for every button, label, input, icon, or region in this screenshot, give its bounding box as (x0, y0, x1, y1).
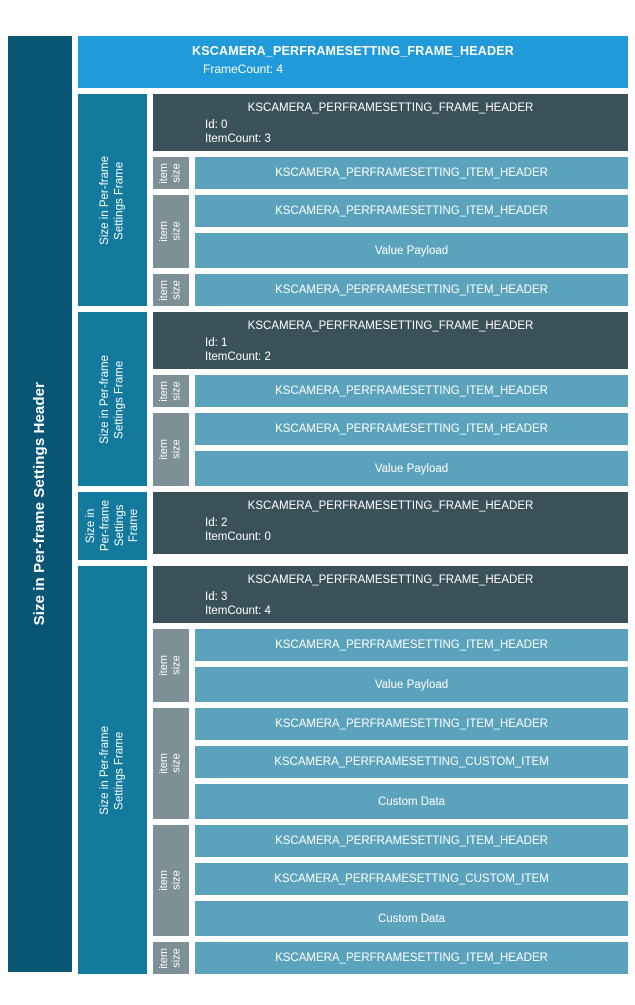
frames-stack: KSCAMERA_PERFRAMESETTING_FRAME_HEADER Fr… (78, 36, 628, 980)
frame-header-meta: Id: 2 ItemCount: 0 (205, 517, 271, 544)
item-size-label-column: item size (153, 157, 189, 189)
item-group: item size KSCAMERA_PERFRAMESETTING_ITEM_H… (153, 825, 628, 936)
item-rows: KSCAMERA_PERFRAMESETTING_ITEM_HEADER (195, 375, 628, 407)
item-header-row: KSCAMERA_PERFRAMESETTING_ITEM_HEADER (195, 157, 628, 189)
frame-body: KSCAMERA_PERFRAMESETTING_FRAME_HEADER Id:… (153, 312, 628, 486)
item-header-row: KSCAMERA_PERFRAMESETTING_ITEM_HEADER (195, 942, 628, 974)
item-group: item size KSCAMERA_PERFRAMESETTING_ITEM_H… (153, 157, 628, 189)
item-rows: KSCAMERA_PERFRAMESETTING_ITEM_HEADER KSCA… (195, 708, 628, 819)
item-size-label-column: item size (153, 708, 189, 819)
frame-header-title: KSCAMERA_PERFRAMESETTING_FRAME_HEADER (247, 320, 534, 332)
value-payload-row: Value Payload (195, 233, 628, 268)
item-header-row: KSCAMERA_PERFRAMESETTING_ITEM_HEADER (195, 413, 628, 445)
item-size-label: item size (158, 162, 183, 184)
item-group: item size KSCAMERA_PERFRAMESETTING_ITEM_H… (153, 413, 628, 486)
item-header-row: KSCAMERA_PERFRAMESETTING_ITEM_HEADER (195, 825, 628, 857)
item-size-label: item size (158, 947, 183, 969)
item-size-label-column: item size (153, 629, 189, 702)
root-frame-header-title: KSCAMERA_PERFRAMESETTING_FRAME_HEADER (191, 44, 514, 58)
item-size-label: item size (158, 439, 183, 460)
item-rows: KSCAMERA_PERFRAMESETTING_ITEM_HEADER Valu… (195, 629, 628, 702)
item-group: item size KSCAMERA_PERFRAMESETTING_ITEM_H… (153, 708, 628, 819)
item-header-row: KSCAMERA_PERFRAMESETTING_ITEM_HEADER (195, 629, 628, 661)
frame-size-label: Size in Per-frame Settings Frame (99, 725, 126, 815)
frame-size-label-column: Size in Per-frame Settings Frame (78, 94, 147, 306)
custom-data-row: Custom Data (195, 901, 628, 936)
frame-header: KSCAMERA_PERFRAMESETTING_FRAME_HEADER Id:… (153, 566, 628, 623)
frame-header-title: KSCAMERA_PERFRAMESETTING_FRAME_HEADER (247, 102, 534, 114)
frame-size-label-column: Size in Per-frame Settings Frame (78, 566, 147, 974)
frame-body: KSCAMERA_PERFRAMESETTING_FRAME_HEADER Id:… (153, 492, 628, 560)
item-group: item size KSCAMERA_PERFRAMESETTING_ITEM_H… (153, 942, 628, 974)
root-frame-count: FrameCount: 4 (203, 62, 284, 76)
item-size-label-column: item size (153, 195, 189, 268)
item-group: item size KSCAMERA_PERFRAMESETTING_ITEM_H… (153, 274, 628, 306)
item-size-label: item size (158, 870, 183, 891)
item-size-label-column: item size (153, 274, 189, 306)
frame-size-label: Size in Per-frame Settings Frame (99, 354, 126, 444)
item-group: item size KSCAMERA_PERFRAMESETTING_ITEM_H… (153, 195, 628, 268)
frame-header-root: KSCAMERA_PERFRAMESETTING_FRAME_HEADER Fr… (78, 36, 628, 88)
frame-header-title: KSCAMERA_PERFRAMESETTING_FRAME_HEADER (247, 500, 534, 512)
value-payload-row: Value Payload (195, 667, 628, 702)
item-size-label-column: item size (153, 413, 189, 486)
item-rows: KSCAMERA_PERFRAMESETTING_ITEM_HEADER Valu… (195, 195, 628, 268)
item-size-label: item size (158, 753, 183, 774)
item-rows: KSCAMERA_PERFRAMESETTING_ITEM_HEADER KSCA… (195, 825, 628, 936)
frame-size-label: Size in Per-frame Settings Frame (84, 500, 140, 552)
item-size-label: item size (158, 380, 183, 402)
frame-body: KSCAMERA_PERFRAMESETTING_FRAME_HEADER Id:… (153, 566, 628, 974)
item-rows: KSCAMERA_PERFRAMESETTING_ITEM_HEADER (195, 157, 628, 189)
custom-item-row: KSCAMERA_PERFRAMESETTING_CUSTOM_ITEM (195, 863, 628, 895)
value-payload-row: Value Payload (195, 451, 628, 486)
item-size-label: item size (158, 655, 183, 676)
item-header-row: KSCAMERA_PERFRAMESETTING_ITEM_HEADER (195, 708, 628, 740)
frame-header-meta: Id: 3 ItemCount: 4 (205, 591, 271, 618)
frame-body: KSCAMERA_PERFRAMESETTING_FRAME_HEADER Id:… (153, 94, 628, 306)
item-size-label-column: item size (153, 825, 189, 936)
item-rows: KSCAMERA_PERFRAMESETTING_ITEM_HEADER Valu… (195, 413, 628, 486)
item-size-label: item size (158, 279, 183, 301)
frame-header: KSCAMERA_PERFRAMESETTING_FRAME_HEADER Id:… (153, 312, 628, 369)
frame-header: KSCAMERA_PERFRAMESETTING_FRAME_HEADER Id:… (153, 492, 628, 554)
outer-header-column: Size in Per-frame Settings Header (8, 36, 72, 972)
item-header-row: KSCAMERA_PERFRAMESETTING_ITEM_HEADER (195, 375, 628, 407)
item-rows: KSCAMERA_PERFRAMESETTING_ITEM_HEADER (195, 942, 628, 974)
frame-header-meta: Id: 0 ItemCount: 3 (205, 119, 271, 146)
item-size-label-column: item size (153, 942, 189, 974)
custom-data-row: Custom Data (195, 784, 628, 819)
frame-size-label: Size in Per-frame Settings Frame (99, 155, 126, 245)
frame-header: KSCAMERA_PERFRAMESETTING_FRAME_HEADER Id:… (153, 94, 628, 151)
item-header-row: KSCAMERA_PERFRAMESETTING_ITEM_HEADER (195, 274, 628, 306)
item-size-label: item size (158, 221, 183, 242)
frame-header-meta: Id: 1 ItemCount: 2 (205, 337, 271, 364)
custom-item-row: KSCAMERA_PERFRAMESETTING_CUSTOM_ITEM (195, 746, 628, 778)
outer-header-label: Size in Per-frame Settings Header (30, 382, 48, 626)
frame-size-label-column: Size in Per-frame Settings Frame (78, 492, 147, 560)
item-size-label-column: item size (153, 375, 189, 407)
item-header-row: KSCAMERA_PERFRAMESETTING_ITEM_HEADER (195, 195, 628, 227)
item-rows: KSCAMERA_PERFRAMESETTING_ITEM_HEADER (195, 274, 628, 306)
frame-size-label-column: Size in Per-frame Settings Frame (78, 312, 147, 486)
item-group: item size KSCAMERA_PERFRAMESETTING_ITEM_H… (153, 629, 628, 702)
frame-header-title: KSCAMERA_PERFRAMESETTING_FRAME_HEADER (247, 574, 534, 586)
item-group: item size KSCAMERA_PERFRAMESETTING_ITEM_H… (153, 375, 628, 407)
